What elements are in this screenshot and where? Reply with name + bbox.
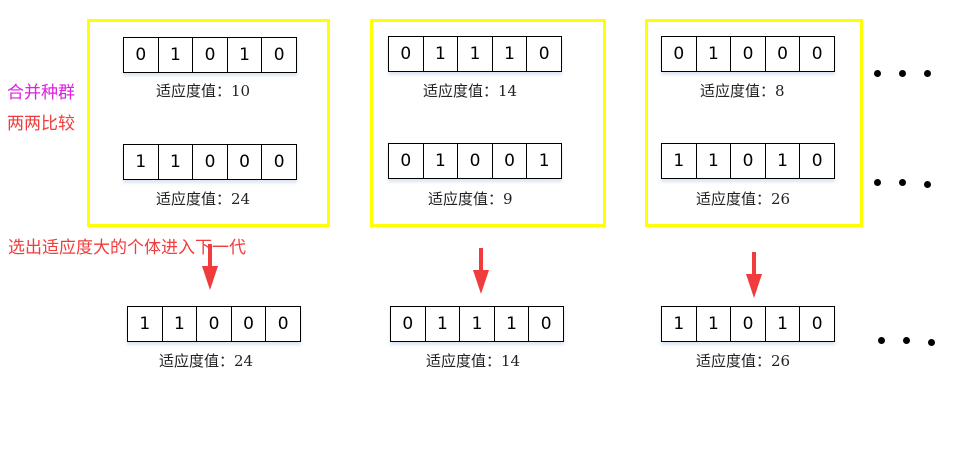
gene-cell: 0 xyxy=(196,306,232,342)
gene-array-g3-b: 1 1 0 1 0 xyxy=(661,143,835,179)
gene-cell: 1 xyxy=(123,144,159,180)
gene-cell: 0 xyxy=(799,306,835,342)
pairwise-compare-label: 两两比较 xyxy=(7,114,75,134)
gene-cell: 0 xyxy=(528,306,564,342)
gene-cell: 0 xyxy=(123,37,159,73)
gene-cell: 1 xyxy=(459,306,495,342)
gene-cell: 0 xyxy=(799,143,835,179)
gene-cell: 0 xyxy=(192,37,228,73)
gene-cell: 0 xyxy=(526,36,562,72)
gene-array-g2-a: 0 1 1 1 0 xyxy=(388,36,562,72)
ellipsis-icon xyxy=(878,335,935,346)
fitness-label: 适应度值：24 xyxy=(156,190,251,208)
gene-cell: 0 xyxy=(491,143,528,179)
ellipsis-icon xyxy=(874,177,931,188)
fitness-label: 适应度值：14 xyxy=(423,82,518,100)
gene-array-g2-b: 0 1 0 0 1 xyxy=(388,143,562,179)
gene-array-g1-a: 0 1 0 1 0 xyxy=(123,37,297,73)
gene-cell: 0 xyxy=(390,306,426,342)
down-arrow-icon xyxy=(473,248,489,294)
gene-array-g3-winner: 1 1 0 1 0 xyxy=(661,306,835,342)
gene-cell: 0 xyxy=(226,144,263,180)
fitness-label: 适应度值：26 xyxy=(696,190,791,208)
gene-cell: 1 xyxy=(526,143,562,179)
fitness-label: 适应度值：9 xyxy=(428,190,513,208)
gene-cell: 0 xyxy=(265,306,301,342)
fitness-label: 适应度值：26 xyxy=(696,352,791,370)
gene-cell: 1 xyxy=(161,306,198,342)
gene-cell: 1 xyxy=(422,143,459,179)
gene-cell: 0 xyxy=(730,36,766,72)
down-arrow-icon xyxy=(202,244,218,290)
gene-cell: 1 xyxy=(157,37,194,73)
comparison-box-2 xyxy=(370,19,606,227)
gene-cell: 1 xyxy=(226,37,263,73)
fitness-label: 适应度值：10 xyxy=(156,82,251,100)
gene-cell: 0 xyxy=(388,36,424,72)
gene-cell: 1 xyxy=(157,144,194,180)
gene-cell: 0 xyxy=(230,306,267,342)
gene-cell: 0 xyxy=(661,36,697,72)
gene-array-g1-winner: 1 1 0 0 0 xyxy=(127,306,301,342)
gene-cell: 1 xyxy=(457,36,493,72)
gene-cell: 0 xyxy=(457,143,493,179)
gene-cell: 1 xyxy=(127,306,163,342)
gene-cell: 0 xyxy=(799,36,835,72)
gene-cell: 0 xyxy=(261,37,297,73)
comparison-box-3 xyxy=(645,19,863,227)
gene-cell: 1 xyxy=(695,36,732,72)
gene-cell: 1 xyxy=(764,306,801,342)
gene-cell: 0 xyxy=(261,144,297,180)
gene-cell: 1 xyxy=(695,143,732,179)
gene-cell: 0 xyxy=(764,36,801,72)
gene-cell: 1 xyxy=(424,306,461,342)
fitness-label: 适应度值：14 xyxy=(426,352,521,370)
gene-array-g2-winner: 0 1 1 1 0 xyxy=(390,306,564,342)
gene-array-g3-a: 0 1 0 0 0 xyxy=(661,36,835,72)
gene-array-g1-b: 1 1 0 0 0 xyxy=(123,144,297,180)
comparison-box-1 xyxy=(87,19,330,227)
fitness-label: 适应度值：24 xyxy=(159,352,254,370)
merge-population-label: 合并种群 xyxy=(7,83,75,103)
gene-cell: 1 xyxy=(422,36,459,72)
gene-cell: 1 xyxy=(661,306,697,342)
gene-cell: 1 xyxy=(764,143,801,179)
select-fittest-label: 选出适应度大的个体进入下一代 xyxy=(8,238,246,258)
gene-cell: 0 xyxy=(192,144,228,180)
gene-cell: 0 xyxy=(388,143,424,179)
gene-cell: 0 xyxy=(730,306,766,342)
fitness-label: 适应度值：8 xyxy=(700,82,785,100)
gene-cell: 1 xyxy=(661,143,697,179)
gene-cell: 1 xyxy=(491,36,528,72)
gene-cell: 0 xyxy=(730,143,766,179)
ellipsis-icon xyxy=(874,70,931,77)
gene-cell: 1 xyxy=(493,306,530,342)
gene-cell: 1 xyxy=(695,306,732,342)
down-arrow-icon xyxy=(746,252,762,298)
